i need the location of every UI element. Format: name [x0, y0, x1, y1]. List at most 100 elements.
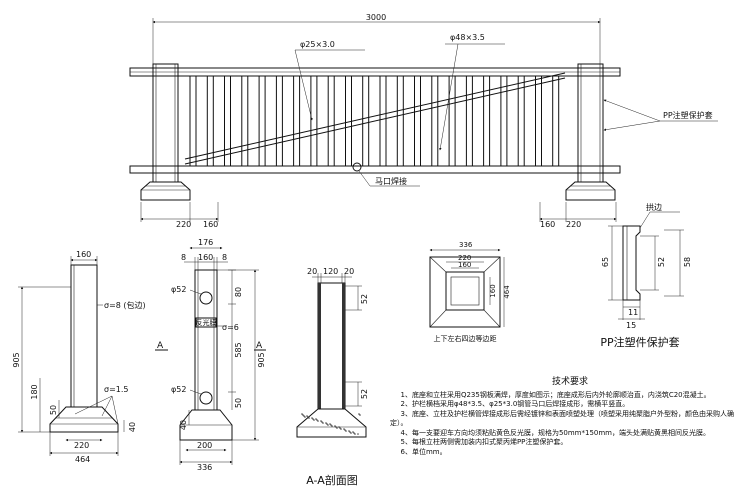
side-phi52a: φ52 [171, 285, 186, 294]
sleeve-d52: 52 [657, 257, 666, 267]
baluster [414, 75, 421, 167]
notes-title: 技术要求 [551, 377, 588, 387]
side-h50: 50 [234, 398, 243, 408]
elevation-view: 3000 马口 [129, 13, 718, 229]
post-h50-label: 50 [49, 405, 58, 415]
baluster-group [189, 75, 560, 167]
technical-notes: 技术要求 1、底座和立柱采用Q235钢板满焊，厚度如图示；底座成形后内外轮廓顺治… [390, 377, 740, 457]
weld-label: 马口焊接 [375, 176, 407, 186]
section-mark-right: A [256, 341, 263, 351]
side-w336: 336 [197, 463, 212, 472]
baluster [206, 75, 214, 167]
lower-pipe-hole [199, 391, 213, 405]
note-item: 1、底座和立柱采用Q235钢板满焊，厚度如图示；底座成形后内外轮廓顺治直，内浇筑… [400, 390, 711, 399]
post-width-label: 160 [76, 250, 91, 259]
side-phi52b: φ52 [171, 385, 186, 394]
baluster [431, 75, 439, 167]
side-h905: 905 [257, 352, 266, 367]
baluster [189, 75, 197, 167]
baluster [241, 75, 249, 167]
note-item: 5、每根立柱两侧需加装内扣式聚丙烯PP注塑保护套。 [400, 438, 568, 446]
section-aa-view: 20 120 20 52 52 A-A剖面图 [296, 267, 369, 487]
left-base-220: 220 [176, 220, 191, 229]
side-detail-view: 反光膜 176 8 160 8 φ52 φ52 σ=6 80 585 50 90… [155, 238, 266, 472]
concrete-fill [301, 413, 361, 435]
plan-note: 上下左右四边等边距 [434, 334, 497, 343]
top-rail-spec: φ48×3.5 [450, 33, 485, 42]
baluster [448, 75, 456, 167]
section-d20b: 20 [344, 267, 354, 276]
side-h40: 40 [179, 420, 188, 430]
sleeve-caption: PP注塑件保护套 [600, 335, 679, 349]
plan-h464: 464 [503, 285, 511, 299]
baluster [535, 75, 542, 167]
diagonal-rail [184, 77, 566, 165]
post-column [70, 264, 98, 408]
baluster [327, 75, 335, 167]
note-item: 2、护栏横档采用φ48*3.5、φ25*3.0钢管马口后焊接成形，需横平竖直。 [400, 400, 630, 408]
baluster [552, 75, 560, 167]
plan-post [445, 271, 485, 311]
section-d52a: 52 [360, 294, 369, 304]
upper-pipe-hole [199, 291, 213, 305]
right-post [565, 63, 616, 201]
baluster [224, 75, 231, 167]
section-d52b: 52 [360, 389, 369, 399]
section-mark-left: A [157, 341, 164, 351]
side-w200: 200 [197, 441, 212, 450]
note-item: 3、底座、立柱及护栏横管焊接成形后需经镀锌和表面喷塑处理（喷塑采用纯聚脂户外型粉… [390, 409, 734, 428]
pp-sleeve-view: 拱边 65 52 58 11 15 PP注塑件保护套 [600, 202, 692, 349]
section-d120: 120 [323, 267, 338, 276]
post-base [49, 406, 119, 433]
post-sigma-label: σ=8 (包边) [104, 300, 146, 310]
baluster [345, 75, 352, 167]
left-post [140, 63, 191, 201]
sleeve-d11: 11 [628, 308, 638, 317]
plan-w220: 220 [458, 254, 471, 262]
total-width-label: 3000 [366, 13, 386, 22]
side-h80: 80 [234, 287, 243, 297]
side-sigma6: σ=6 [222, 323, 239, 332]
section-caption: A-A剖面图 [306, 473, 358, 487]
baluster [379, 75, 387, 167]
sleeve-profile [622, 225, 641, 301]
side-w8a: 8 [181, 253, 186, 262]
baluster [258, 75, 266, 167]
baluster [310, 75, 318, 167]
baluster [396, 75, 404, 167]
baluster [517, 75, 525, 167]
reflective-plate: 反光膜 [196, 318, 217, 327]
baluster [293, 75, 301, 167]
bottom-rail [129, 165, 621, 174]
right-base-220: 220 [566, 220, 581, 229]
pp-sleeve-label: PP注塑保护套 [663, 110, 713, 120]
side-w176: 176 [198, 238, 213, 247]
note-item: 4、每一支要迎车方向均须粘贴黄色反光膜，规格为50mm*150mm，端头处满贴黄… [400, 428, 711, 437]
baluster [465, 75, 473, 167]
sleeve-curl-label: 拱边 [646, 202, 662, 212]
weld-marker [352, 162, 362, 172]
section-d20a: 20 [307, 267, 317, 276]
note-item: 6、单位mm。 [400, 447, 447, 456]
post-height-label: 905 [12, 352, 21, 367]
left-base-160: 160 [203, 220, 218, 229]
post-h180-label: 180 [30, 384, 39, 399]
side-h585: 585 [234, 342, 243, 357]
baluster [483, 75, 491, 167]
post-h40-label: 40 [128, 422, 137, 432]
sleeve-d15: 15 [626, 321, 636, 330]
base-top-width: 220 [74, 441, 89, 450]
plan-w336: 336 [459, 241, 473, 249]
sleeve-d65: 65 [601, 257, 610, 267]
plan-view: 336 220 160 160 464 上下左右四边等边距 [429, 241, 511, 343]
post-detail-view: 160 σ=8 (包边) 905 180 50 40 σ=1.5 220 464 [12, 250, 146, 464]
baluster [362, 75, 370, 167]
plan-h160: 160 [489, 284, 497, 297]
sleeve-d58: 58 [683, 257, 692, 267]
side-w160: 160 [198, 253, 213, 262]
section-post [317, 282, 346, 410]
diag-rail-spec: φ25×3.0 [300, 40, 335, 49]
base-bottom-width: 464 [75, 455, 90, 464]
side-w8b: 8 [222, 253, 227, 262]
